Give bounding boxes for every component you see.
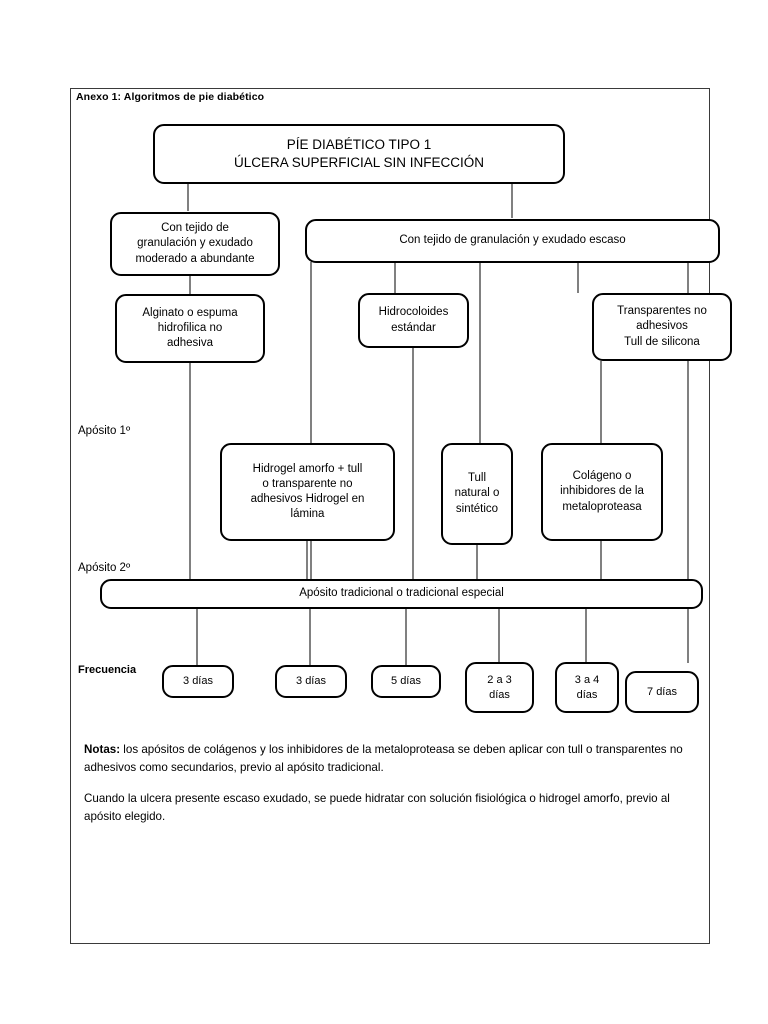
node-freq-3-label: 5 días <box>391 675 421 688</box>
node-hidrogel[interactable]: Hidrogel amorfo + tull o transparente no… <box>220 443 395 541</box>
node-freq-6-label: 7 días <box>647 685 677 698</box>
node-colageno[interactable]: Colágeno o inhibidores de la metaloprote… <box>541 443 663 541</box>
row-label-primary: Apósito 1º <box>78 425 131 437</box>
node-freq-3[interactable]: 5 días <box>371 665 441 698</box>
node-hidrogel-label: Hidrogel amorfo + tull o transparente no… <box>250 462 365 521</box>
node-transparentes-label: Transparentes no adhesivos Tull de silic… <box>617 305 707 348</box>
note-1-text: los apósitos de colágenos y los inhibido… <box>84 743 683 774</box>
node-aposito-tradicional-label: Apósito tradicional o tradicional especi… <box>299 587 504 600</box>
node-freq-4[interactable]: 2 a 3 días <box>465 662 534 713</box>
node-alginato[interactable]: Alginato o espuma hidrofilica no adhesiv… <box>115 294 265 363</box>
notes-label: Notas: <box>84 743 121 756</box>
node-hidrocoloides[interactable]: Hidrocoloides estándar <box>358 293 469 348</box>
node-colageno-label: Colágeno o inhibidores de la metaloprote… <box>560 470 644 513</box>
node-tull-label: Tull natural o sintético <box>454 472 500 515</box>
node-freq-1[interactable]: 3 días <box>162 665 234 698</box>
frame-title: Anexo 1: Algoritmos de pie diabético <box>76 91 265 103</box>
node-root[interactable]: PÍE DIABÉTICO TIPO 1 ÚLCERA SUPERFICIAL … <box>153 124 565 184</box>
row-label-frequency: Frecuencia <box>78 664 137 676</box>
node-branch-moderate[interactable]: Con tejido de granulación y exudado mode… <box>110 212 280 276</box>
node-alginato-label: Alginato o espuma hidrofilica no adhesiv… <box>142 306 238 350</box>
node-freq-2[interactable]: 3 días <box>275 665 347 698</box>
row-label-secondary: Apósito 2º <box>78 562 131 574</box>
node-freq-5-label: 3 a 4 días <box>574 673 600 701</box>
node-freq-5[interactable]: 3 a 4 días <box>555 662 619 713</box>
notes-section: Notas: los apósitos de colágenos y los i… <box>84 741 698 839</box>
node-freq-6[interactable]: 7 días <box>625 671 699 713</box>
note-paragraph-2: Cuando la ulcera presente escaso exudado… <box>84 791 670 823</box>
node-branch-scarce[interactable]: Con tejido de granulación y exudado esca… <box>305 219 720 263</box>
node-freq-2-label: 3 días <box>296 675 326 688</box>
node-branch-moderate-label: Con tejido de granulación y exudado mode… <box>135 222 255 265</box>
node-branch-scarce-label: Con tejido de granulación y exudado esca… <box>399 234 626 247</box>
note-paragraph-1: Notas: los apósitos de colágenos y los i… <box>84 741 698 777</box>
node-aposito-tradicional[interactable]: Apósito tradicional o tradicional especi… <box>100 579 703 609</box>
node-root-label: PÍE DIABÉTICO TIPO 1 ÚLCERA SUPERFICIAL … <box>233 136 485 170</box>
node-freq-4-label: 2 a 3 días <box>487 673 512 701</box>
node-hidrocoloides-label: Hidrocoloides estándar <box>378 306 449 334</box>
node-tull[interactable]: Tull natural o sintético <box>441 443 513 545</box>
node-freq-1-label: 3 días <box>183 675 213 688</box>
node-transparentes[interactable]: Transparentes no adhesivos Tull de silic… <box>592 293 732 361</box>
